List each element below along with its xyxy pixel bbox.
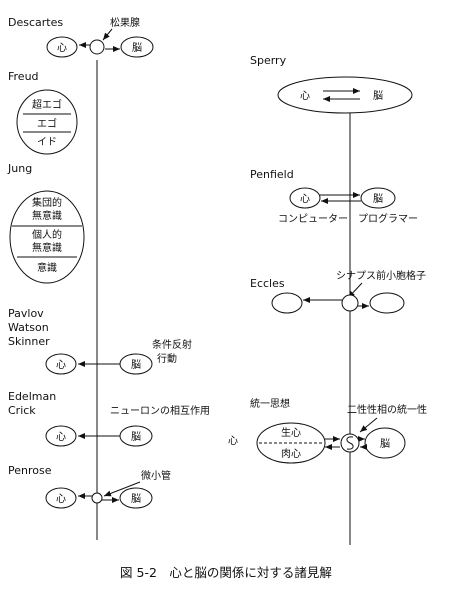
jung-conscious: 意識: [37, 261, 57, 274]
sperry-brain-label: 脳: [373, 90, 383, 102]
dual-characteristics-label: 二性性相の統一性: [347, 403, 427, 416]
penfield-section: Penfield 心 脳 コンピューター プログラマー: [250, 168, 418, 225]
penrose-brain-label: 脳: [131, 493, 141, 505]
jung-name: Jung: [7, 162, 32, 175]
behaviorism-mind-node: [45, 353, 77, 375]
skinner-name: Skinner: [8, 335, 50, 348]
synaptic-lattice-node: [341, 294, 359, 312]
penfield-mind-node: [289, 187, 321, 209]
eccles-name: Eccles: [250, 277, 285, 290]
sperry-section: Sperry 心 脳: [250, 54, 413, 114]
descartes-mind-label: 心: [57, 42, 67, 54]
eccles-mind-node: [271, 292, 303, 314]
pavlov-name: Pavlov: [8, 307, 44, 320]
edelman-section: Edelman Crick ニューロンの相互作用 心 脳: [8, 390, 210, 447]
behaviorism-note-2: 行動: [157, 352, 177, 365]
unified-name: 統一思想: [250, 397, 290, 410]
freud-name: Freud: [8, 70, 39, 83]
microtubule-label: 微小管: [141, 469, 171, 482]
edelman-mind-node: [45, 425, 77, 447]
jung-collective-2: 無意識: [32, 209, 62, 222]
descartes-section: Descartes 松果腺 心 脳: [8, 16, 154, 58]
computer-label: コンピューター: [278, 213, 348, 225]
jung-personal-2: 無意識: [32, 241, 62, 254]
microtubule-pointer-arrow: [103, 481, 141, 497]
programmer-label: プログラマー: [358, 212, 418, 225]
jung-collective-1: 集団的: [32, 196, 62, 209]
watson-name: Watson: [8, 321, 49, 334]
sperry-mind-label: 心: [300, 90, 310, 102]
unification-s-curve-icon: [346, 436, 354, 450]
jung-psyche-oval: [9, 190, 85, 284]
penfield-brain-node: [360, 187, 396, 209]
unified-brain-label: 脳: [380, 438, 390, 450]
unified-mind-label: 心: [228, 435, 238, 447]
penfield-mind-label: 心: [300, 193, 310, 205]
microtubule-node: [91, 492, 103, 504]
edelman-name: Edelman: [8, 390, 56, 403]
penrose-name: Penrose: [8, 464, 52, 477]
freud-section: Freud 超エゴ エゴ イド: [8, 70, 78, 155]
penfield-brain-label: 脳: [373, 193, 383, 205]
freud-id: イド: [37, 137, 57, 148]
pineal-gland-node: [89, 39, 105, 55]
physical-mind-label: 肉心: [281, 447, 301, 460]
pineal-gland-label: 松果腺: [110, 16, 140, 29]
sperry-oval: [277, 76, 413, 114]
jung-personal-1: 個人的: [32, 228, 62, 241]
edelman-mind-label: 心: [56, 431, 66, 443]
freud-psyche-oval: [16, 89, 78, 155]
behaviorism-note-1: 条件反射: [152, 338, 192, 351]
jung-section: Jung 集団的 無意識 個人的 無意識 意識: [7, 162, 85, 284]
descartes-mind-node: [46, 36, 78, 58]
penrose-mind-node: [45, 487, 77, 509]
figure-caption: 図 5-2 心と脳の関係に対する諸見解: [120, 565, 332, 580]
pineal-pointer-arrow: [102, 28, 113, 41]
eccles-section: シナプス前小胞格子 Eccles: [250, 269, 426, 314]
descartes-brain-label: 脳: [132, 42, 142, 54]
sperry-name: Sperry: [250, 54, 287, 67]
penrose-section: Penrose 微小管 心 脳: [8, 464, 171, 509]
dual-characteristics-pointer: [359, 417, 378, 433]
behaviorism-mind-label: 心: [56, 359, 66, 371]
synaptic-lattice-label: シナプス前小胞格子: [336, 269, 426, 282]
penrose-brain-node: [119, 487, 153, 509]
eccles-brain-node: [369, 292, 405, 314]
penrose-mind-label: 心: [56, 493, 66, 505]
freud-superego: 超エゴ: [32, 98, 62, 111]
descartes-name: Descartes: [8, 16, 63, 29]
crick-name: Crick: [8, 404, 36, 417]
spirit-mind-label: 生心: [281, 426, 301, 439]
edelman-brain-label: 脳: [131, 431, 141, 443]
unified-brain-node: [364, 427, 406, 459]
penfield-name: Penfield: [250, 168, 294, 181]
freud-ego: エゴ: [37, 117, 57, 130]
edelman-note: ニューロンの相互作用: [110, 404, 210, 417]
descartes-brain-node: [120, 36, 154, 58]
behaviorism-section: Pavlov Watson Skinner 条件反射 行動 心 脳: [8, 307, 192, 375]
behaviorism-brain-label: 脳: [131, 359, 141, 371]
unified-section: 統一思想 二性性相の統一性 心 生心 肉心 脳: [228, 397, 427, 464]
